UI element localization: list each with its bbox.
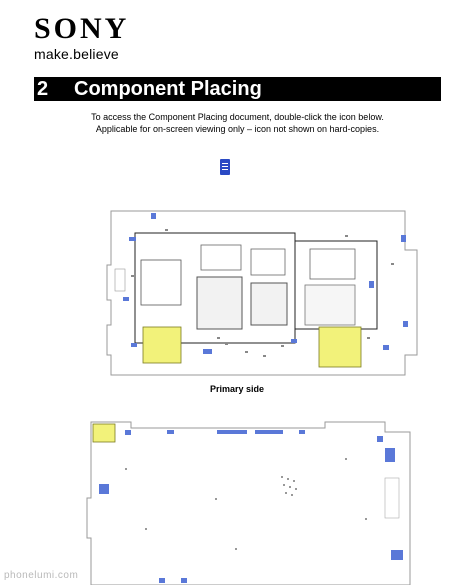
brand-tagline: make.believe [34, 46, 119, 62]
intro-line-1: To access the Component Placing document… [91, 112, 384, 122]
watermark: phonelumi.com [4, 570, 79, 581]
section-header: 2 Component Placing [34, 77, 441, 101]
primary-side-board [105, 205, 420, 380]
document-icon[interactable] [220, 159, 230, 175]
sony-logo: SONY make.believe [34, 12, 130, 63]
primary-side-caption: Primary side [209, 384, 265, 394]
section-number: 2 [37, 78, 49, 100]
secondary-side-board [85, 418, 420, 585]
intro-line-2: Applicable for on-screen viewing only – … [95, 124, 380, 134]
secondary-side-diagram [86, 421, 411, 585]
section-title: Component Placing [74, 78, 262, 100]
intro-text: To access the Component Placing document… [34, 111, 441, 135]
brand-wordmark: SONY [34, 12, 130, 45]
primary-side-diagram [106, 210, 418, 376]
